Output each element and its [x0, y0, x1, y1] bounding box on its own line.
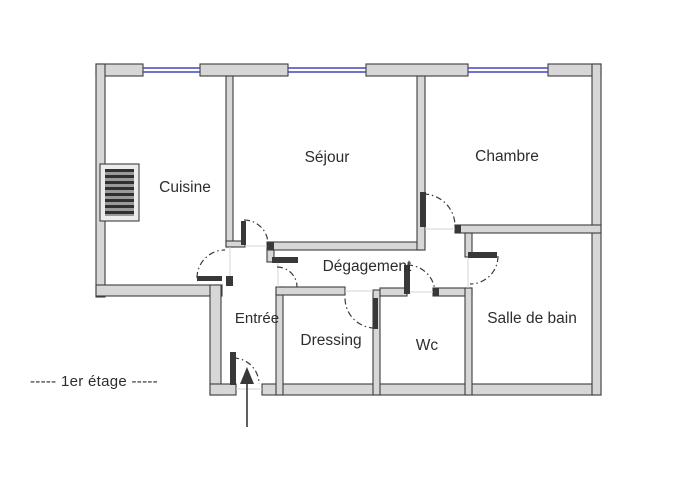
sejour-wall-cap [267, 242, 274, 250]
dressing-door-arc [344, 297, 376, 329]
chambre-door-arc [422, 193, 456, 227]
room-label-chambre: Chambre [475, 148, 539, 165]
wall-caps [226, 225, 461, 296]
room-label-cuisine: Cuisine [159, 179, 211, 196]
wc-top-wall-west [379, 287, 408, 297]
thresholds [229, 228, 469, 390]
dressing-door-leaf [373, 298, 378, 329]
chambre-wall-cap [455, 225, 461, 233]
sejour-bottom-wall [266, 241, 424, 251]
chambre-bottom-wall [454, 224, 602, 234]
wc-wall-cap [433, 288, 439, 296]
top-wall-segment [199, 63, 289, 77]
radiator-stripe [105, 175, 134, 178]
window-icon [468, 67, 548, 73]
floor-label: ----- 1er étage ----- [30, 373, 158, 390]
entree-dressing-divider [275, 286, 284, 396]
radiator-stripe [105, 211, 134, 214]
cuisine-door-arc [196, 249, 226, 279]
radiator-stripe [105, 193, 134, 196]
bottom-wall-left-stub [209, 383, 237, 396]
wc-door-arc [406, 264, 436, 294]
room-label-dressing: Dressing [300, 332, 361, 349]
entree-west-exterior-wall [209, 284, 222, 396]
entrance-door-arc [232, 357, 260, 385]
cuisine-sejour-divider [225, 75, 234, 248]
radiator-stripe [105, 199, 134, 202]
cuisine-door-jamb [226, 276, 233, 286]
dressing-wc-divider [372, 289, 381, 396]
room-label-entree: Entrée [235, 310, 279, 327]
door-arcs [196, 193, 499, 385]
door-leaves [197, 192, 497, 385]
entrance-door-leaf [230, 352, 236, 385]
room-label-salle-de-bain: Salle de bain [487, 310, 577, 327]
sejour-door-leaf [241, 221, 246, 245]
windows [143, 67, 548, 73]
cuisine-door-leaf [197, 276, 222, 281]
bathroom-door-arc [469, 255, 499, 285]
bathroom-left-wall-lower [464, 287, 473, 396]
entrance-arrow-icon [240, 367, 254, 427]
window-icon [288, 67, 366, 73]
bottom-wall-main [261, 383, 602, 396]
hall-door-leaf [272, 257, 298, 263]
room-label-sejour: Séjour [305, 149, 350, 166]
radiator-stripe [105, 187, 134, 190]
sejour-door-arc [243, 219, 269, 245]
room-label-degagement: Dégagement [323, 258, 412, 275]
room-label-wc: Wc [416, 337, 439, 354]
sejour-chambre-divider [416, 75, 426, 251]
dressing-top-wall [275, 286, 346, 296]
chambre-door-leaf [420, 192, 426, 227]
cuisine-bottom-exterior-wall [95, 284, 223, 297]
interior-walls [225, 75, 602, 396]
radiator-stripe [105, 205, 134, 208]
window-icon [143, 67, 200, 73]
hall-door-arc [276, 266, 298, 288]
room-labels: Cuisine Séjour Chambre Dégagement Entrée… [159, 148, 577, 354]
radiator-icon [99, 163, 140, 222]
radiator-stripe [105, 169, 134, 172]
bathroom-door-leaf [468, 252, 497, 258]
radiator-stripe [105, 181, 134, 184]
top-wall-segment [365, 63, 469, 77]
wc-door-leaf [404, 265, 410, 294]
